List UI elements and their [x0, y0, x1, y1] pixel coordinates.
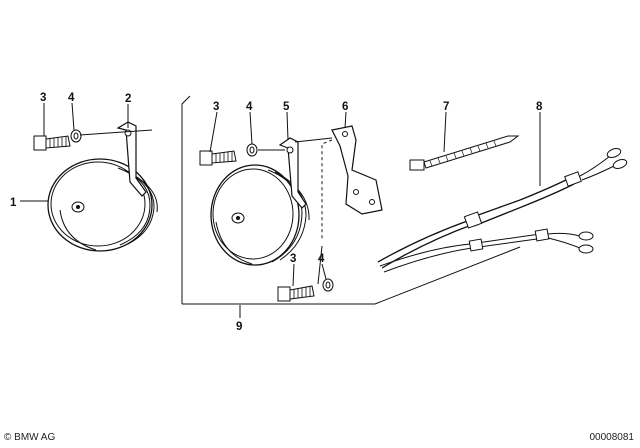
callout-screw-mid: 3 [213, 101, 219, 113]
callout-kit: 9 [236, 321, 242, 333]
horn-left[interactable] [47, 158, 158, 252]
callout-washer-left: 4 [68, 92, 75, 104]
support-plate[interactable] [331, 125, 383, 215]
callout-wiring-harness: 8 [536, 101, 543, 113]
callout-support-plate: 6 [342, 101, 348, 113]
screw-bottom[interactable] [277, 285, 315, 302]
screw-left[interactable] [33, 135, 71, 151]
callout-screw-left: 3 [40, 92, 46, 104]
document-number: 00008081 [589, 432, 635, 443]
kit-outline [181, 95, 521, 305]
callout-horn-left: 1 [10, 197, 17, 209]
callout-bracket-left: 2 [125, 93, 131, 105]
screw-mid[interactable] [199, 150, 237, 166]
callout-cable-tie: 7 [443, 101, 449, 113]
callout-screw-bottom: 3 [290, 253, 296, 265]
washer-left[interactable] [70, 129, 82, 143]
washer-bottom[interactable] [322, 278, 334, 292]
callout-bracket-mid: 5 [283, 101, 290, 113]
wiring-harness[interactable] [377, 147, 628, 273]
washer-mid[interactable] [246, 143, 258, 157]
horn-mid[interactable] [210, 164, 310, 266]
copyright-label: © BMW AG [4, 432, 56, 443]
bracket-mid[interactable] [278, 137, 307, 209]
leader-lines [20, 102, 541, 318]
callout-washer-bottom: 4 [318, 253, 325, 265]
cable-tie[interactable] [409, 135, 520, 171]
callout-washer-mid: 4 [246, 101, 253, 113]
